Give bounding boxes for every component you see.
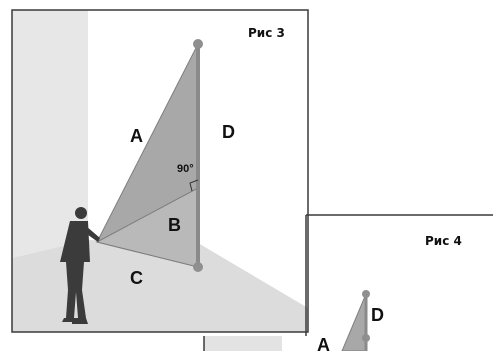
- side-b-label: B: [168, 215, 181, 235]
- figure-4-mid-point: [362, 334, 370, 342]
- angle-label: 90°: [177, 163, 194, 175]
- figure-3-drawing: [11, 9, 309, 333]
- person-figure: [60, 207, 100, 324]
- figure-4-top-point: [362, 290, 370, 298]
- figure-4-drawing: [203, 214, 493, 351]
- figure-3-label: Рис 3: [248, 26, 285, 40]
- bottom-point: [193, 262, 203, 272]
- figure-4-panel: Рис 4 D A: [200, 214, 493, 355]
- side-c-label: C: [130, 268, 143, 288]
- floor: [12, 240, 308, 332]
- figure-4-side-d-label: D: [371, 305, 384, 325]
- figure-4-triangle: [341, 293, 367, 351]
- figure-4-side-a-label: A: [317, 335, 330, 355]
- figure-3-frame: [11, 9, 309, 333]
- figure-3-panel: Рис 3 A D B C 90°: [11, 9, 309, 333]
- left-wall: [12, 10, 88, 258]
- side-d-label: D: [222, 122, 235, 142]
- side-a-label: A: [130, 126, 143, 146]
- figure-4-label: Рис 4: [425, 234, 462, 248]
- top-point: [193, 39, 203, 49]
- right-angle-marker: [189, 179, 199, 192]
- figure-4-wall: [204, 336, 282, 351]
